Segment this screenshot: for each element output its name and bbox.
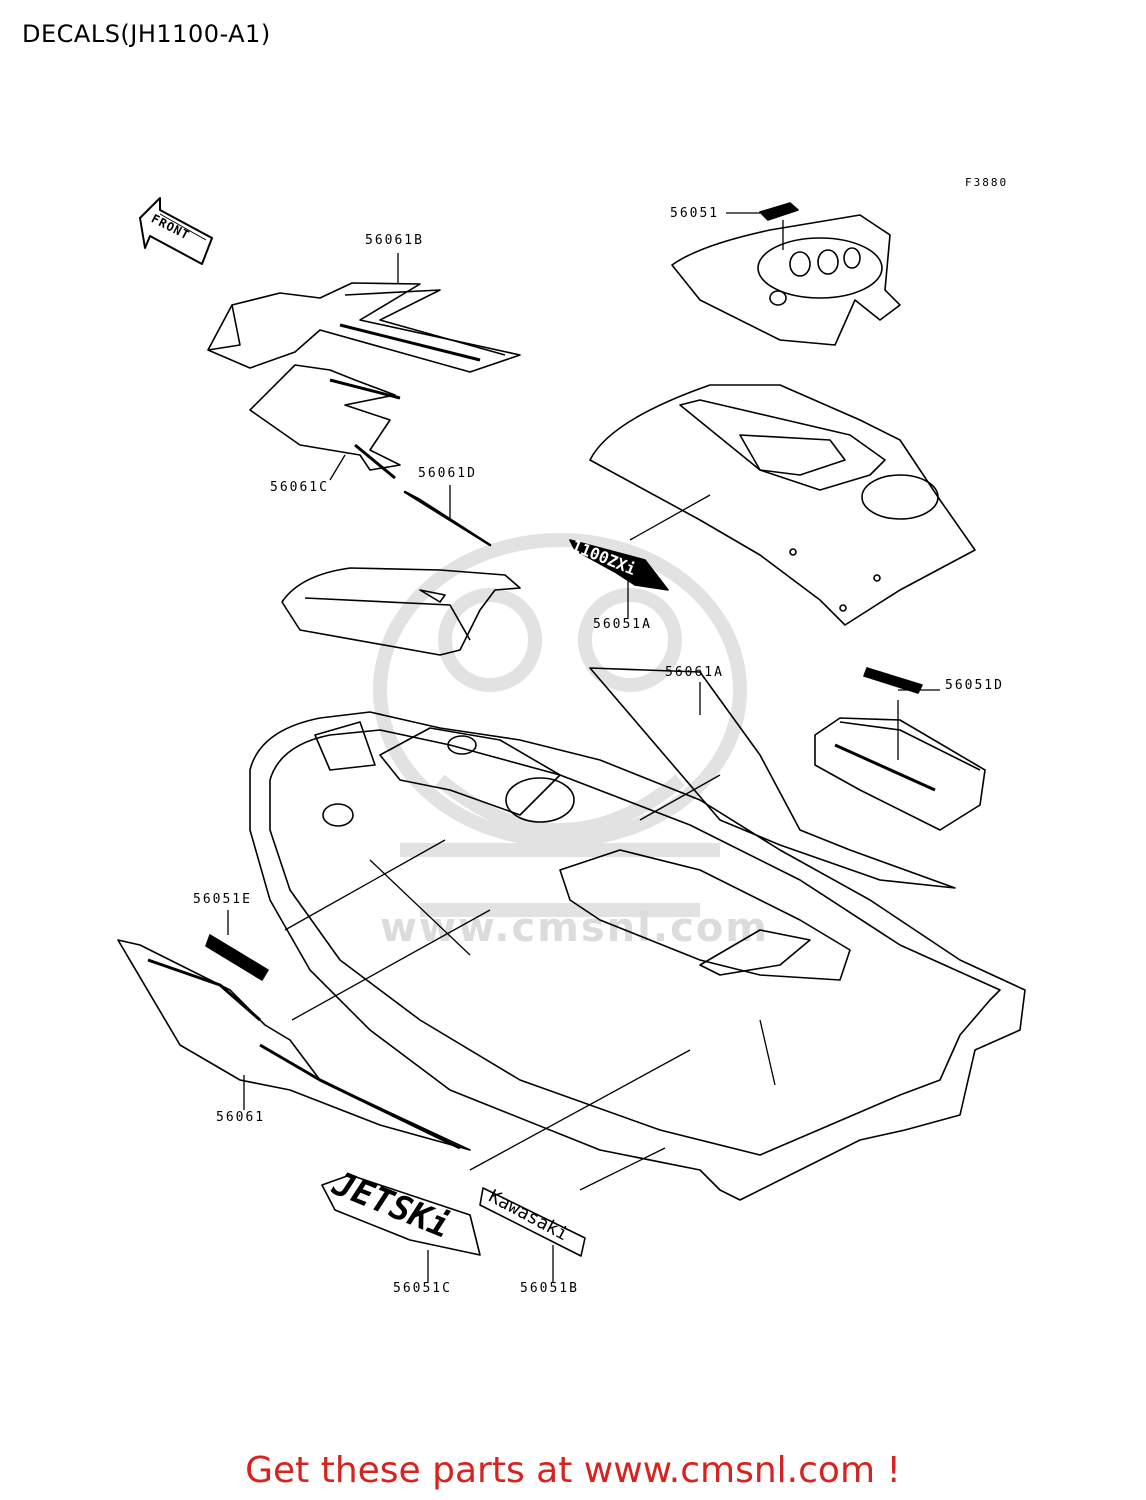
decal-56061c	[249, 364, 401, 480]
decal-56051a	[569, 539, 669, 591]
figure-code: F3880	[965, 176, 1009, 189]
watermark-logo	[373, 533, 747, 917]
storage-box	[814, 667, 986, 831]
decal-56051b	[479, 1187, 586, 1257]
callout-56051b: 56051B	[520, 1281, 579, 1296]
callout-56051c: 56051C	[393, 1281, 452, 1296]
callout-56051d: 56051D	[945, 678, 1004, 693]
main-hull	[249, 711, 1026, 1201]
leader-lines	[227, 212, 940, 1282]
hood-part	[281, 567, 521, 656]
decal-56061	[117, 934, 471, 1151]
callout-56061c: 56061C	[270, 480, 329, 495]
callout-56051: 56051	[670, 206, 720, 221]
callout-56061b: 56061B	[365, 233, 424, 248]
decal-56051c	[321, 1174, 481, 1256]
callout-56051a: 56051A	[593, 617, 652, 632]
decal-56061d	[403, 490, 492, 547]
callout-56061: 56061	[216, 1110, 266, 1125]
page-title: DECALS(JH1100-A1)	[22, 20, 271, 48]
callout-56061a: 56061A	[665, 665, 724, 680]
upper-deck	[589, 384, 976, 626]
get-parts-link[interactable]: Get these parts at www.cmsnl.com !	[245, 1450, 901, 1491]
watermark-text: www.cmsnl.com	[380, 905, 769, 951]
decal-56061a	[589, 667, 956, 889]
callout-56051e: 56051E	[193, 892, 252, 907]
decal-56061b	[207, 282, 521, 373]
callout-56061d: 56061D	[418, 466, 477, 481]
handlebar-cover	[671, 202, 901, 346]
front-arrow-icon	[139, 197, 213, 265]
